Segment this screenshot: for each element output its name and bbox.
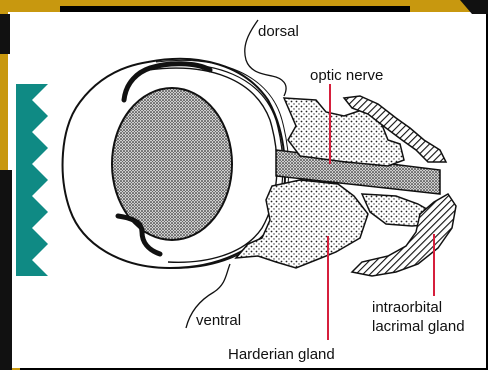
- dark-bar-left-upper: [0, 14, 10, 54]
- label-dorsal: dorsal: [258, 23, 299, 40]
- teal-sawtooth-shape: [16, 84, 48, 276]
- label-lacrimal-gland: lacrimal gland: [372, 318, 465, 335]
- label-ventral: ventral: [196, 312, 241, 329]
- dark-bar-left-lower: [0, 170, 12, 370]
- label-intraorbital: intraorbital: [372, 299, 442, 316]
- label-harderian-gland: Harderian gland: [228, 346, 335, 363]
- label-optic-nerve: optic nerve: [310, 67, 383, 84]
- eye: [63, 59, 289, 268]
